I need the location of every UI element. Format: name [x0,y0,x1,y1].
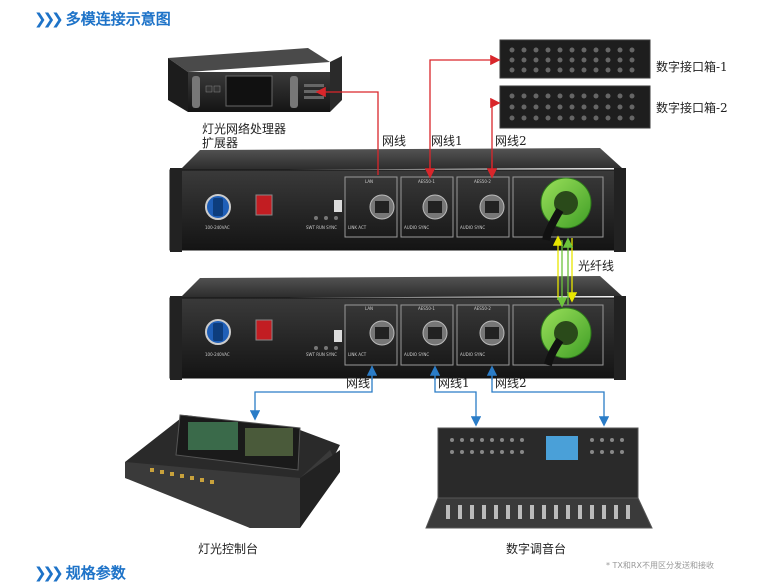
panel-label-leds-b: SWT RUN SYNC [306,352,337,357]
top-rack-unit [169,148,626,252]
chevron-right-icon: ❯❯❯ [34,563,64,582]
footnote: * TX和RX不用区分发送和接收 [606,561,714,570]
link-label-fiber: 光纤线 [578,259,615,273]
digital-mixer-device [425,427,653,529]
panel-label-aes1: AES50-1 [418,179,435,184]
panel-label-leds: SWT RUN SYNC [306,225,337,230]
lighting-console-device [125,414,340,528]
panel-label-aes2-b: AES50-2 [474,306,491,311]
panel-label-audio-sync-b1: AUDIO SYNC [404,352,429,357]
chevron-right-icon: ❯❯❯ [34,9,64,28]
next-section-label: 规格参数 [65,564,126,582]
stagebox-1-device [499,39,651,79]
panel-label-audio-sync-1: AUDIO SYNC [404,225,429,230]
link-label-net2-bottom: 网线2 [495,376,527,390]
bottom-rack-unit [169,276,626,380]
panel-label-lan: LAN [365,179,373,184]
link-label-net-top: 网线 [382,134,407,148]
panel-label-power-b: 100-240VAC [205,352,230,357]
next-section-title: ❯❯❯ 规格参数 [34,562,126,583]
link-label-net2-top: 网线2 [495,134,527,148]
link-label-net-bottom: 网线 [346,376,371,390]
panel-label-aes1-b: AES50-1 [418,306,435,311]
blue-links [249,365,610,427]
digital-mixer-label: 数字调音台 [506,542,567,556]
lighting-processor-sublabel: 扩展器 [202,136,239,150]
fiber-link [552,235,578,308]
panel-label-link-act-b: LINK ACT [348,352,367,357]
panel-label-aes2: AES50-2 [474,179,491,184]
section-title: ❯❯❯ 多模连接示意图 [34,8,171,29]
stagebox-2-device [499,85,651,129]
lighting-processor-label: 灯光网络处理器 [202,122,287,136]
lighting-console-label: 灯光控制台 [198,542,259,556]
link-label-net1-top: 网线1 [431,134,463,148]
panel-label-lan-b: LAN [365,306,373,311]
red-links [315,54,501,179]
stagebox-2-label: 数字接口箱-2 [656,101,728,115]
panel-label-link-act: LINK ACT [348,225,367,230]
panel-label-audio-sync-2: AUDIO SYNC [460,225,485,230]
page-title: 多模连接示意图 [65,10,171,28]
link-label-net1-bottom: 网线1 [438,376,470,390]
panel-label-power: 100-240VAC [205,225,230,230]
panel-label-audio-sync-b2: AUDIO SYNC [460,352,485,357]
stagebox-1-label: 数字接口箱-1 [656,60,728,74]
lighting-processor-device [168,48,342,112]
